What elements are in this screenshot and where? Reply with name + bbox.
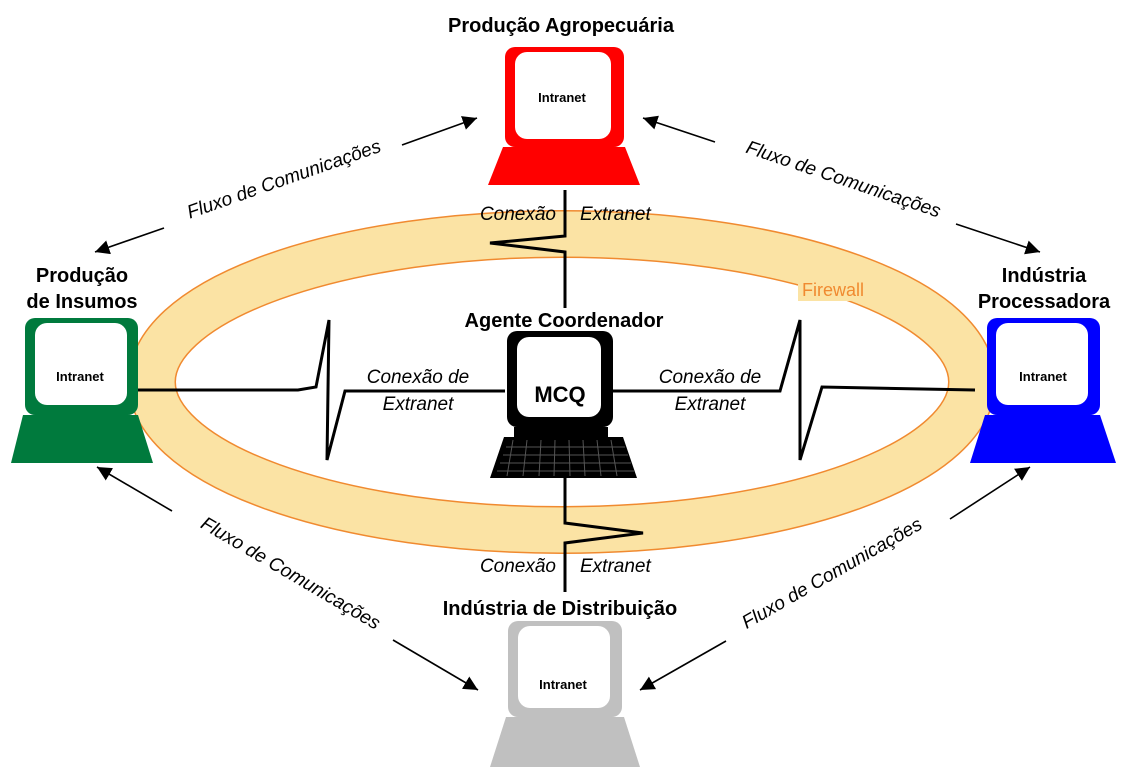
top-connection-word2: Extranet <box>580 204 651 225</box>
intranet-label-right: Intranet <box>1019 369 1067 384</box>
extranet-connections <box>138 190 976 592</box>
title-industria-distribuicao: Indústria de Distribuição <box>443 598 677 620</box>
bottom-connection-word1: Conexão <box>480 556 556 577</box>
mcq-label: MCQ <box>534 382 585 407</box>
intranet-label-top: Intranet <box>538 90 586 105</box>
firewall-ring: Firewall <box>128 210 996 554</box>
connection-labels: Conexão Extranet Conexão Extranet Conexã… <box>367 204 761 577</box>
top-connection-word1: Conexão <box>480 204 556 225</box>
left-connection-line2: Extranet <box>383 394 454 415</box>
bottom-connection-word2: Extranet <box>580 556 651 577</box>
right-connection-line <box>612 319 976 461</box>
title-producao-line2: de Insumos <box>26 291 137 313</box>
right-connection-line2: Extranet <box>675 394 746 415</box>
flow-label-top-right: Fluxo de Comunicações <box>743 137 943 222</box>
node-titles: Produção Agropecuária Produção de Insumo… <box>26 15 1111 620</box>
computer-top[interactable]: Intranet <box>488 47 640 185</box>
title-producao-agropecuaria: Produção Agropecuária <box>448 15 675 37</box>
left-connection-line <box>138 319 505 461</box>
computer-center-mcq[interactable]: MCQ <box>490 331 637 478</box>
intranet-label-left: Intranet <box>56 369 104 384</box>
title-industria-line2: Processadora <box>978 291 1111 313</box>
top-connection-line <box>489 190 567 308</box>
computer-right[interactable]: Intranet <box>970 318 1116 463</box>
title-industria-line1: Indústria <box>1002 265 1087 287</box>
bottom-connection-line <box>563 478 644 592</box>
title-producao-line1: Produção <box>36 265 128 287</box>
flow-label-top-left: Fluxo de Comunicações <box>184 136 384 224</box>
right-connection-line1: Conexão de <box>659 367 761 388</box>
computer-left[interactable]: Intranet <box>11 318 153 463</box>
firewall-label: Firewall <box>802 280 864 300</box>
keyboard-grid <box>497 439 634 477</box>
intranet-label-bottom: Intranet <box>539 677 587 692</box>
computer-bottom[interactable]: Intranet <box>490 621 640 767</box>
title-agente-coordenador: Agente Coordenador <box>465 310 664 332</box>
left-connection-line1: Conexão de <box>367 367 469 388</box>
flow-arrows <box>94 115 1041 691</box>
